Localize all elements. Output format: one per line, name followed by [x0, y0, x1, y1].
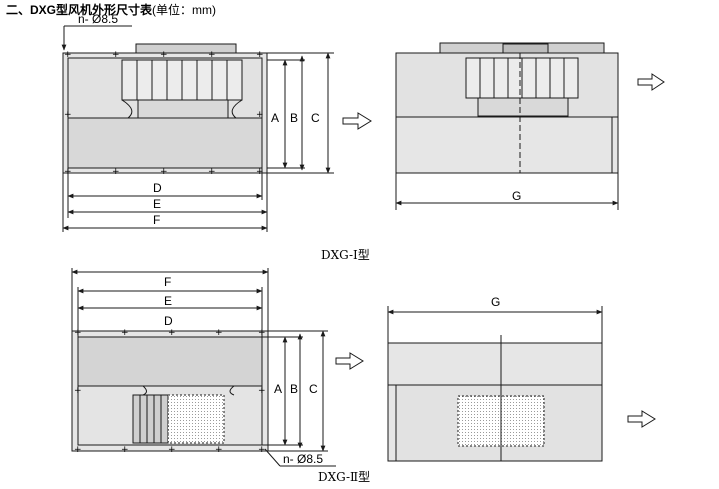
bolt-icon: +	[121, 328, 129, 338]
dim-label-d: D	[164, 314, 173, 328]
bolt-icon: +	[64, 50, 72, 60]
type1-front-view	[62, 43, 268, 174]
outlet-arrow-icon	[637, 73, 665, 91]
type2-side-view	[387, 335, 603, 462]
dim-label-c: C	[311, 111, 320, 125]
type2-hole-leader	[264, 448, 336, 467]
type2-front-view	[71, 330, 269, 452]
page-title: 二、DXG型风机外形尺寸表(单位：mm)	[6, 1, 216, 18]
dim-label-b: B	[290, 111, 298, 125]
type1-hole-leader	[61, 25, 132, 51]
type2-hole-note: n- Ø8.5	[283, 452, 323, 466]
airflow-arrow-icon	[342, 112, 372, 130]
type1-caption: DXG-Ⅰ型	[321, 248, 370, 262]
dim-label-f: F	[164, 275, 171, 289]
bolt-icon: +	[256, 50, 264, 60]
bolt-icon: +	[256, 110, 264, 120]
type1-vertical-dimensions	[267, 52, 334, 174]
dim-label-e: E	[164, 294, 172, 308]
bolt-icon: +	[121, 445, 129, 455]
type1-side-view	[395, 42, 619, 174]
dim-label-e: E	[153, 197, 161, 211]
outlet-arrow-icon	[627, 410, 656, 428]
airflow-arrow-icon	[335, 352, 364, 370]
dim-label-g: G	[512, 189, 521, 203]
bolt-icon: +	[215, 328, 223, 338]
bolt-icon: +	[160, 167, 168, 177]
type2-g-dimension	[387, 306, 603, 343]
bolt-icon: +	[74, 445, 82, 455]
dim-label-f: F	[153, 213, 160, 227]
bolt-icon: +	[208, 167, 216, 177]
dim-label-b: B	[290, 382, 298, 396]
type2-caption: DXG-Ⅱ型	[318, 470, 370, 484]
type1-hole-note: n- Ø8.5	[78, 12, 118, 26]
type1-horizontal-dimensions	[62, 168, 268, 232]
dim-label-a: A	[274, 382, 282, 396]
dim-label-g: G	[491, 295, 500, 309]
bolt-icon: +	[74, 386, 82, 396]
bolt-icon: +	[258, 445, 266, 455]
bolt-icon: +	[64, 110, 72, 120]
bolt-icon: +	[112, 167, 120, 177]
dim-label-c: C	[309, 382, 318, 396]
bolt-icon: +	[112, 50, 120, 60]
dim-label-a: A	[271, 111, 279, 125]
type2-vertical-dimensions	[262, 330, 328, 452]
bolt-icon: +	[168, 328, 176, 338]
bolt-icon: +	[208, 50, 216, 60]
bolt-icon: +	[256, 167, 264, 177]
bolt-icon: +	[160, 50, 168, 60]
title-text: 二、DXG型风机外形尺寸表	[6, 3, 153, 17]
bolt-icon: +	[168, 445, 176, 455]
bolt-icon: +	[215, 445, 223, 455]
title-unit: (单位：mm)	[152, 3, 217, 17]
dim-label-d: D	[153, 181, 162, 195]
bolt-icon: +	[258, 386, 266, 396]
type2-horizontal-dimensions	[71, 268, 269, 337]
type1-g-dimension	[395, 173, 619, 210]
